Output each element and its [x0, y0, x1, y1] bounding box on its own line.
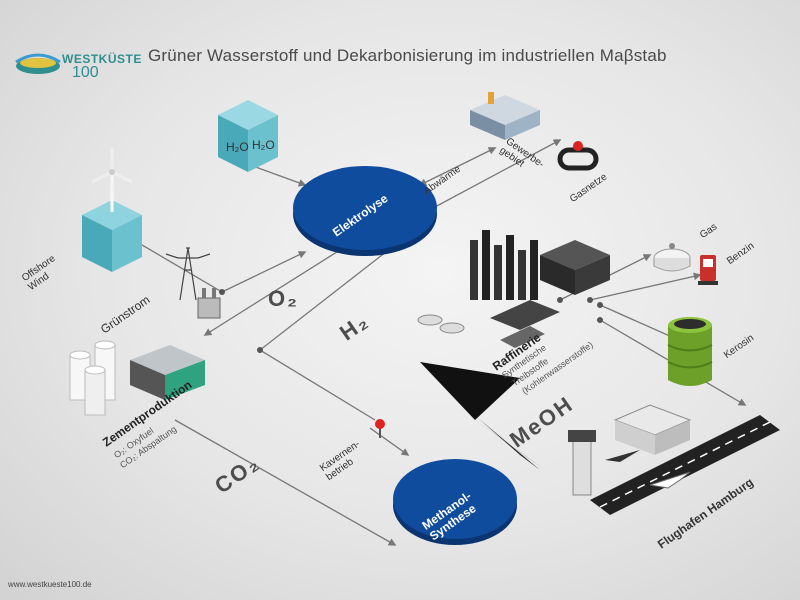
line-kavernen: [369, 427, 410, 456]
logo-mark: [15, 53, 61, 74]
o2-label: O₂: [268, 286, 299, 311]
h2o-label-2: H₂O: [252, 138, 275, 152]
h2o-cube: [218, 100, 278, 172]
pylon-icon: [165, 247, 211, 301]
line-cement-co2: [174, 419, 397, 546]
line-abwaerme: [418, 147, 497, 186]
gas-pipe-icon: [557, 141, 599, 171]
line-h2-to-refinery: [258, 244, 396, 421]
airport-icon: [568, 404, 780, 515]
cement-plant-icon: [69, 340, 205, 416]
line-o2-to-cement: [203, 249, 341, 336]
logo-number: 100: [72, 64, 99, 81]
logo-word: WESTKÜSTE: [62, 52, 142, 66]
h2o-label-1: H₂O: [226, 140, 249, 154]
transformer-icon: [197, 288, 221, 319]
kerosene-barrel-icon: [667, 317, 713, 386]
commercial-building-icon: [470, 92, 540, 140]
refinery-icon: [417, 230, 610, 348]
line-refinery-benzin: [589, 272, 702, 301]
electrolysis-ellipse: [293, 166, 437, 256]
line-h2o-to-electrolysis: [249, 164, 307, 187]
offshore-wind-cube: [82, 148, 142, 272]
gas-tank-icon: [653, 243, 691, 272]
fuel-pump-icon: [698, 255, 718, 285]
valve-icon: [375, 419, 385, 438]
meoh-hourglass-icon: [420, 362, 545, 470]
page-title: Grüner Wasserstoff und Dekarbonisierung …: [148, 46, 667, 65]
methanol-ellipse: [393, 459, 517, 545]
footer-url[interactable]: www.westkueste100.de: [8, 580, 92, 589]
line-wind-to-electrolysis: [119, 231, 307, 293]
